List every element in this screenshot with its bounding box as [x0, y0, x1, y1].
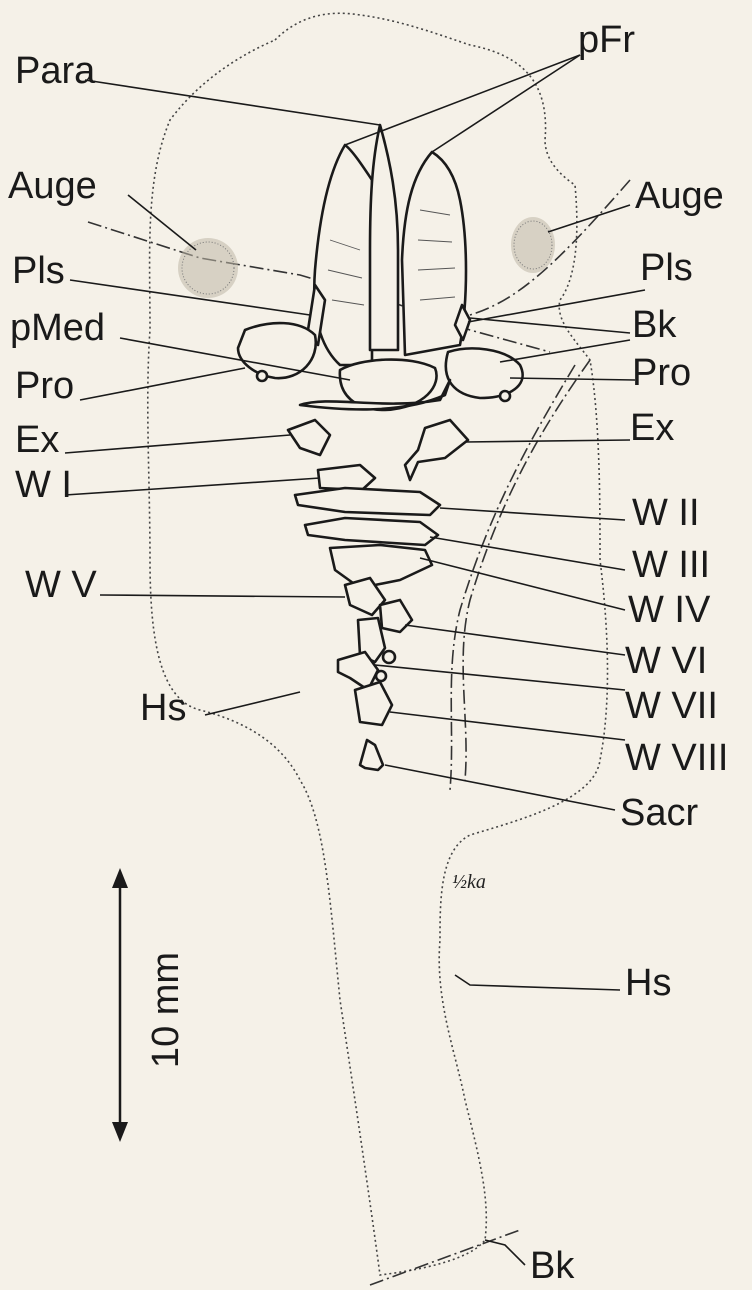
scale-bar-arrow-bottom: [112, 1122, 128, 1142]
label-w8: W VIII: [625, 737, 728, 779]
right-exoccipital: [405, 420, 468, 480]
label-hs-lower: Hs: [625, 962, 671, 1004]
vertebra-8: [355, 682, 392, 725]
bottom-dash-dot-line: [370, 1230, 520, 1285]
label-pro-right: Pro: [632, 352, 691, 394]
leader-para: [85, 80, 380, 125]
vertebra-1: [318, 465, 375, 490]
label-w7: W VII: [625, 685, 718, 727]
leader-w5: [100, 595, 345, 597]
leader-w7: [375, 665, 625, 690]
left-exoccipital: [288, 420, 330, 455]
leader-w1: [65, 478, 320, 495]
leader-hs-lower: [455, 975, 620, 990]
leader-bk-lower: [485, 1240, 525, 1265]
sacral-vertebra: [360, 740, 383, 770]
left-frontoparietal: [314, 145, 372, 365]
leader-pls-right: [468, 290, 645, 322]
label-bk-lower: Bk: [530, 1245, 575, 1287]
label-w2: W II: [632, 492, 700, 534]
spinal-dash-line-a: [463, 360, 590, 780]
vertebra-6a: [380, 600, 412, 632]
label-hs-upper: Hs: [140, 687, 186, 729]
leader-pro-left: [80, 368, 245, 400]
label-w6: W VI: [625, 640, 707, 682]
vertebra-4: [330, 545, 432, 588]
label-w4: W IV: [628, 589, 711, 631]
leader-bk-upper-a: [470, 318, 630, 333]
leader-auge-left: [128, 195, 196, 250]
right-prootic: [446, 348, 523, 398]
leader-auge-right: [548, 205, 630, 232]
vertebral-column: [295, 465, 440, 770]
vertebra-3: [305, 518, 438, 545]
label-ex-left: Ex: [15, 419, 59, 461]
label-pfr: pFr: [578, 19, 635, 61]
label-auge-right: Auge: [635, 175, 724, 217]
leader-w4: [420, 558, 625, 610]
leader-pro-right: [510, 378, 635, 380]
leader-ex-left: [65, 435, 290, 453]
label-para: Para: [15, 50, 96, 92]
leader-w8: [390, 712, 625, 740]
label-bk-upper: Bk: [632, 304, 677, 346]
label-w3: W III: [632, 544, 710, 586]
leader-hs-upper: [205, 692, 300, 715]
scale-bar-arrow-top: [112, 868, 128, 888]
label-pls-left: Pls: [12, 250, 65, 292]
label-auge-left: Auge: [8, 165, 97, 207]
scale-bar-label: 10 mm: [145, 952, 187, 1068]
leader-w2: [440, 508, 625, 520]
label-pmed: pMed: [10, 307, 105, 349]
label-w1: W I: [15, 464, 72, 506]
specimen-mark: ½ka: [452, 871, 486, 893]
label-ex-right: Ex: [630, 407, 674, 449]
left-prootic: [238, 323, 316, 378]
vertebra-2: [295, 488, 440, 515]
right-eye: [511, 217, 555, 273]
scale-bar: 10 mm: [112, 868, 187, 1142]
leader-w6: [405, 625, 625, 655]
leader-bk-upper-b: [500, 340, 630, 362]
leader-w3: [430, 537, 625, 570]
leader-ex-right: [465, 440, 630, 442]
label-w5: W V: [25, 564, 97, 606]
label-sacr: Sacr: [620, 792, 698, 834]
parasphenoid: [370, 125, 398, 350]
leader-sacr: [385, 765, 615, 810]
left-eye: [178, 238, 238, 298]
label-pro-left: Pro: [15, 365, 74, 407]
label-pls-right: Pls: [640, 247, 693, 289]
